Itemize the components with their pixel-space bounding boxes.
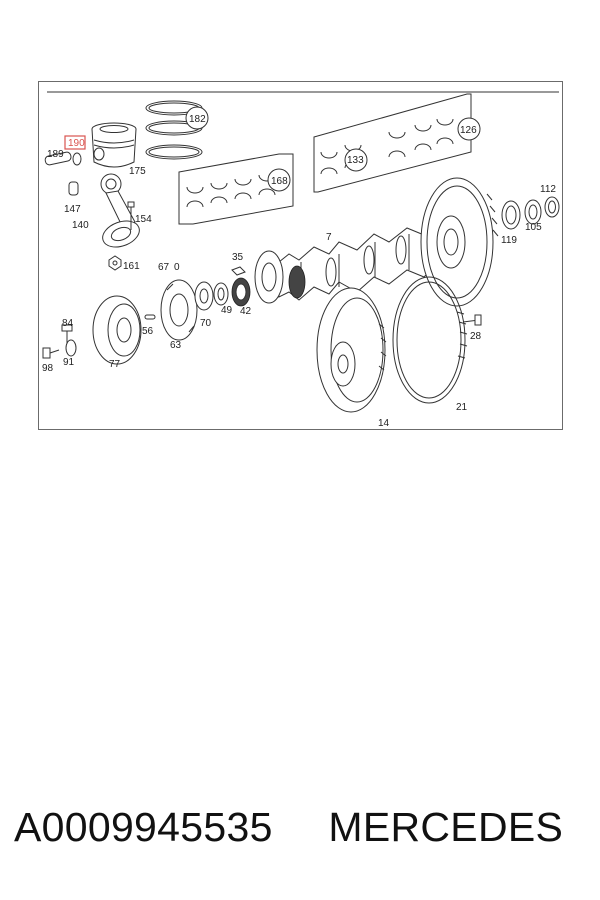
highlight-box-190 [64, 135, 86, 150]
vibration-damper[interactable] [160, 279, 198, 341]
label-133: 133 [347, 155, 364, 166]
label-49: 49 [221, 305, 233, 316]
brand-name: MERCEDES [328, 804, 564, 850]
label-175: 175 [129, 166, 146, 177]
label-112: 112 [540, 184, 556, 195]
washer[interactable] [65, 339, 77, 357]
label-168: 168 [271, 176, 288, 187]
label-119: 119 [501, 235, 517, 246]
label-21: 21 [456, 402, 468, 413]
label-182: 182 [189, 114, 206, 125]
label-63: 63 [170, 340, 182, 351]
label-105: 105 [525, 222, 542, 233]
oil-seal[interactable] [213, 282, 229, 306]
label-91: 91 [63, 357, 75, 368]
label-42: 42 [240, 306, 252, 317]
label-189: 189 [47, 149, 64, 160]
part-number: A0009945535 [14, 804, 273, 850]
piston-rings[interactable] [145, 100, 209, 160]
connecting-rod-bolt[interactable] [127, 201, 135, 230]
piston-pin[interactable] [44, 151, 72, 166]
label-98: 98 [42, 363, 54, 374]
label-70: 70 [200, 318, 212, 329]
seal-ring[interactable] [501, 200, 521, 230]
spacer-ring[interactable] [194, 281, 214, 311]
label-147: 147 [64, 204, 81, 215]
label-84: 84 [62, 318, 74, 329]
connecting-rod-nut[interactable] [108, 255, 122, 271]
woodruff-key[interactable] [144, 314, 156, 320]
label-35: 35 [232, 252, 244, 263]
piston[interactable] [91, 122, 137, 168]
label-161: 161 [123, 261, 140, 272]
crank-gear[interactable] [231, 277, 251, 307]
belt-pulley[interactable] [92, 295, 142, 365]
flywheel-assembly[interactable] [316, 287, 387, 413]
key[interactable] [231, 266, 246, 276]
exploded-view: 189 190 175 182 147 140 154 161 168 133 … [42, 91, 560, 429]
label-140: 140 [72, 220, 89, 231]
hex-bolt[interactable] [42, 347, 60, 359]
sealing-ring[interactable] [544, 196, 560, 218]
crankshaft-sprocket[interactable] [254, 250, 306, 304]
flywheel-bolt[interactable] [462, 314, 482, 326]
label-56: 56 [142, 326, 154, 337]
label-190[interactable]: 190 [68, 138, 85, 149]
label-7: 7 [326, 232, 332, 243]
connecting-rod[interactable] [99, 173, 143, 252]
parts-diagram: 189 190 175 182 147 140 154 161 168 133 … [38, 81, 563, 430]
label-154: 154 [135, 214, 152, 225]
product-caption: A0009945535 MERCEDES [14, 804, 594, 864]
label-28: 28 [470, 331, 482, 342]
label-14: 14 [378, 418, 390, 429]
piston-pin-bushing[interactable] [68, 181, 79, 196]
label-126: 126 [460, 125, 477, 136]
piston-pin-circlip[interactable] [72, 152, 82, 166]
label-77: 77 [109, 359, 121, 370]
radial-seal[interactable] [524, 199, 542, 225]
label-67: 67 [158, 262, 170, 273]
flywheel[interactable] [420, 177, 499, 307]
main-bearing-set[interactable] [313, 93, 481, 193]
ring-gear[interactable] [392, 276, 468, 404]
label-0: 0 [174, 262, 180, 273]
connecting-rod-bearing-set[interactable] [178, 153, 294, 225]
center-bolt[interactable] [61, 324, 73, 344]
